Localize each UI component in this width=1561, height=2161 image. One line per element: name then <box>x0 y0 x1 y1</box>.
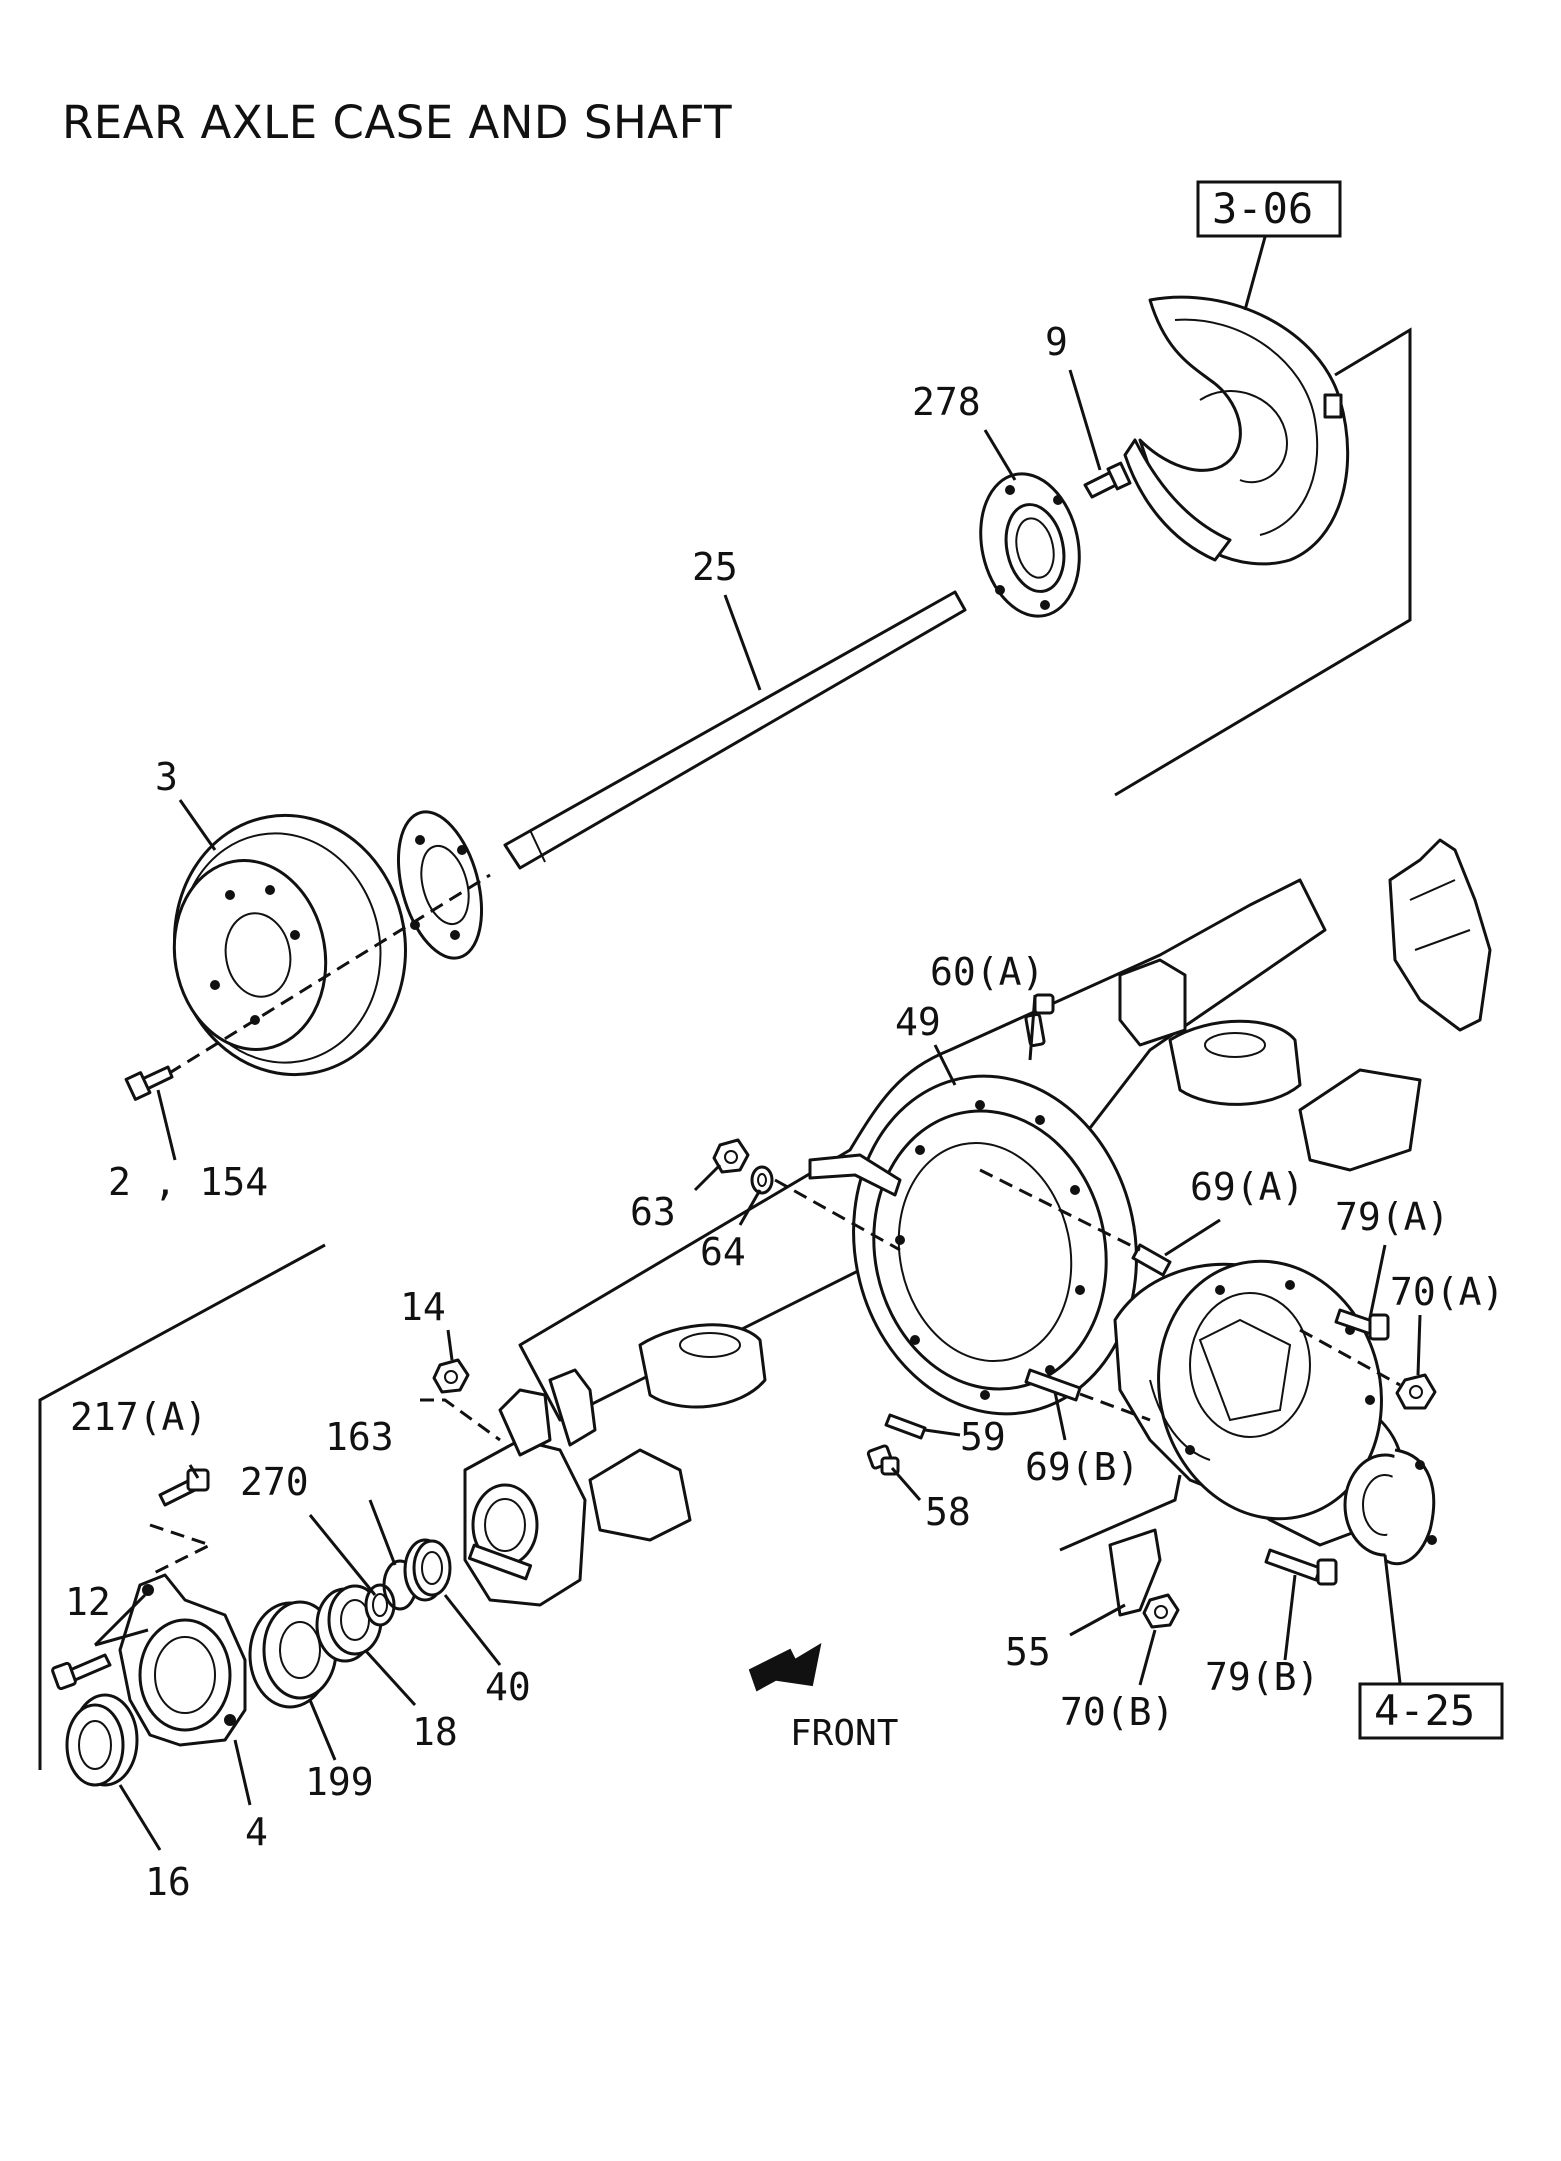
stud-59 <box>884 1413 927 1440</box>
bracket-55 <box>1108 1528 1162 1617</box>
label-63: 63 <box>630 1190 676 1234</box>
label-69a: 69(A) <box>1190 1165 1304 1209</box>
label-12: 12 <box>65 1580 111 1624</box>
bearing-retainer-plate <box>979 472 1081 618</box>
label-278: 278 <box>912 380 981 424</box>
spacer-270 <box>364 1583 396 1627</box>
label-9: 9 <box>1045 320 1068 364</box>
bolt-9 <box>1083 461 1132 499</box>
label-270: 270 <box>240 1460 309 1504</box>
label-79b: 79(B) <box>1205 1655 1319 1699</box>
label-163: 163 <box>325 1415 394 1459</box>
bolt-12 <box>51 1653 112 1691</box>
label-70b: 70(B) <box>1060 1690 1174 1734</box>
bolt-2-154 <box>124 1065 174 1101</box>
label-3: 3 <box>155 755 178 799</box>
label-199: 199 <box>305 1760 374 1804</box>
label-25: 25 <box>692 545 738 589</box>
label-70a: 70(A) <box>1390 1270 1504 1314</box>
bracket-55-leader <box>1059 1474 1182 1552</box>
label-79a: 79(A) <box>1335 1195 1449 1239</box>
nut-70a-axis-line <box>1299 1328 1401 1387</box>
nut-14 <box>432 1358 470 1394</box>
label-4: 4 <box>245 1810 268 1854</box>
stud-69b <box>1024 1368 1151 1422</box>
brake-group-bracket <box>1114 327 1412 797</box>
label-18: 18 <box>412 1710 458 1754</box>
nut-70b <box>1142 1593 1180 1629</box>
oil-seal-16 <box>65 1693 139 1787</box>
front-label: FRONT <box>790 1713 898 1754</box>
disc-axis-line <box>149 873 491 1087</box>
brake-disc <box>172 813 407 1077</box>
label-55: 55 <box>1005 1630 1051 1674</box>
nut-70a <box>1395 1373 1437 1410</box>
label-217a: 217(A) <box>70 1395 207 1439</box>
nut-14-leader <box>420 1398 501 1442</box>
retainer-4 <box>118 1573 247 1747</box>
part-labels: 9 278 25 3 2 , 154 60(A) 49 63 64 69(A) … <box>65 320 1504 1904</box>
label-40: 40 <box>485 1665 531 1709</box>
bolt-79a <box>1334 1308 1390 1341</box>
ref-box-differential-label: 4-25 <box>1374 1686 1475 1735</box>
ref-box-brake: 3-06 <box>1196 180 1342 311</box>
label-2-154: 2 , 154 <box>108 1160 268 1204</box>
label-16: 16 <box>145 1860 191 1904</box>
ref-box-differential: 4-25 <box>1358 1554 1504 1740</box>
front-arrow-icon <box>748 1642 822 1692</box>
label-14: 14 <box>400 1285 446 1329</box>
differential-carrier <box>1113 1259 1437 1566</box>
nut-63-axis-line <box>774 1178 901 1252</box>
leader-lines <box>93 369 1422 1851</box>
label-69b: 69(B) <box>1025 1445 1139 1489</box>
bolt-217a <box>158 1468 210 1507</box>
washer-64 <box>750 1165 774 1195</box>
axle-shaft <box>396 590 967 960</box>
bolt-79b <box>1264 1548 1338 1586</box>
axle-housing <box>463 838 1492 1607</box>
label-60a: 60(A) <box>930 950 1044 994</box>
stud-69a <box>979 1168 1172 1277</box>
oil-seal-40 <box>403 1538 452 1602</box>
bolt-217a-leader <box>149 1523 214 1577</box>
nut-63 <box>712 1138 750 1174</box>
hub-group-bracket <box>38 1243 326 1770</box>
label-58: 58 <box>925 1490 971 1534</box>
page-title: REAR AXLE CASE AND SHAFT <box>62 96 733 149</box>
label-59: 59 <box>960 1415 1006 1459</box>
ref-box-brake-label: 3-06 <box>1212 184 1313 233</box>
brake-backing-plate <box>1123 295 1350 566</box>
label-64: 64 <box>700 1230 746 1274</box>
label-49: 49 <box>895 1000 941 1044</box>
